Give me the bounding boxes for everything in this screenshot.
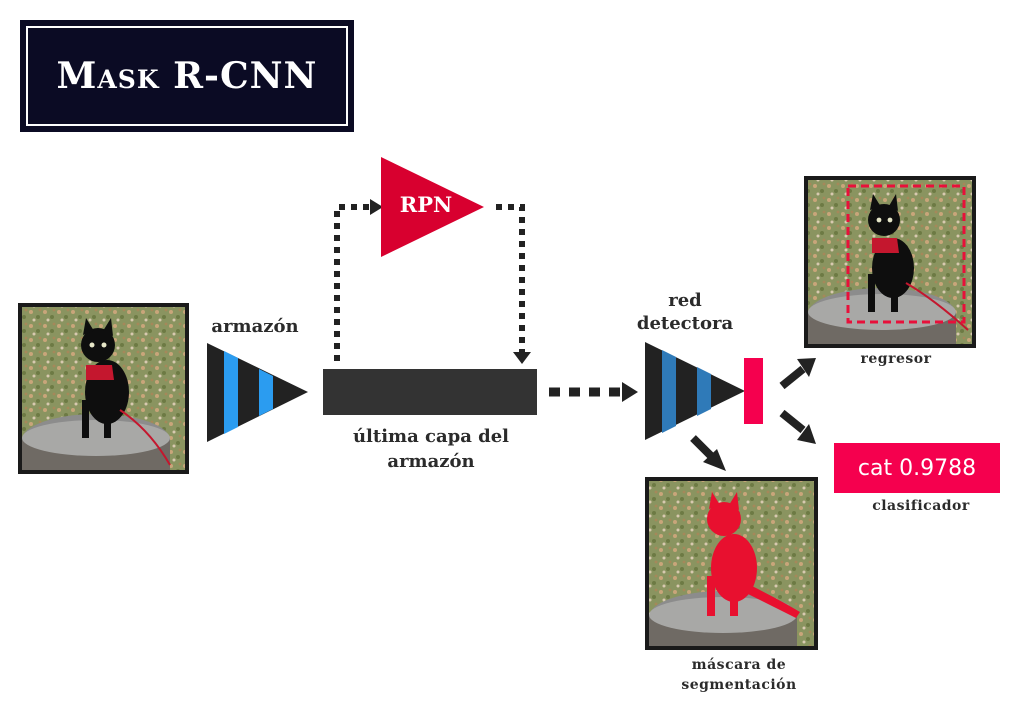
page-title: Mask R-CNN — [56, 55, 318, 97]
head-output-bar — [744, 358, 763, 424]
arrow-icon — [690, 435, 726, 471]
last-layer-label-line1: última capa del — [352, 426, 510, 447]
cat-photo-icon — [81, 318, 171, 466]
cat-mask-photo-icon — [707, 492, 800, 618]
mask-label-line1: máscara de — [691, 657, 787, 673]
rpn-dotted-loop — [334, 199, 531, 364]
regressor-label: regresor — [860, 351, 932, 367]
output-arrows — [690, 358, 816, 471]
input-photo — [18, 303, 189, 474]
detector-network — [645, 342, 745, 440]
score-text: cat 0.9788 — [857, 455, 977, 481]
rpn-label: RPN — [399, 192, 453, 217]
mask-label-line2: segmentación — [681, 677, 797, 693]
backbone-label: armazón — [211, 316, 299, 337]
dotted-arrow-to-detector — [549, 382, 638, 402]
bounding-box — [846, 184, 966, 324]
classifier-label: clasificador — [872, 498, 970, 514]
arrow-icon — [779, 409, 816, 444]
arrow-icon — [370, 199, 383, 215]
title-banner: Mask R-CNN — [20, 20, 354, 132]
detector-label-line2: detectora — [636, 313, 734, 334]
arrow-icon — [779, 358, 816, 390]
detector-label-line1: red — [668, 290, 702, 311]
last-layer-label-line2: armazón — [387, 451, 475, 472]
rpn-block — [381, 157, 484, 257]
regressor-photo — [804, 176, 976, 348]
arrow-icon — [513, 352, 531, 364]
mask-photo — [645, 477, 818, 650]
last-backbone-layer — [323, 369, 537, 415]
cat-bbox-photo-icon — [868, 194, 969, 331]
arrow-icon — [622, 382, 638, 402]
classification-score: cat 0.9788 — [834, 443, 1000, 493]
backbone-network — [207, 343, 308, 442]
